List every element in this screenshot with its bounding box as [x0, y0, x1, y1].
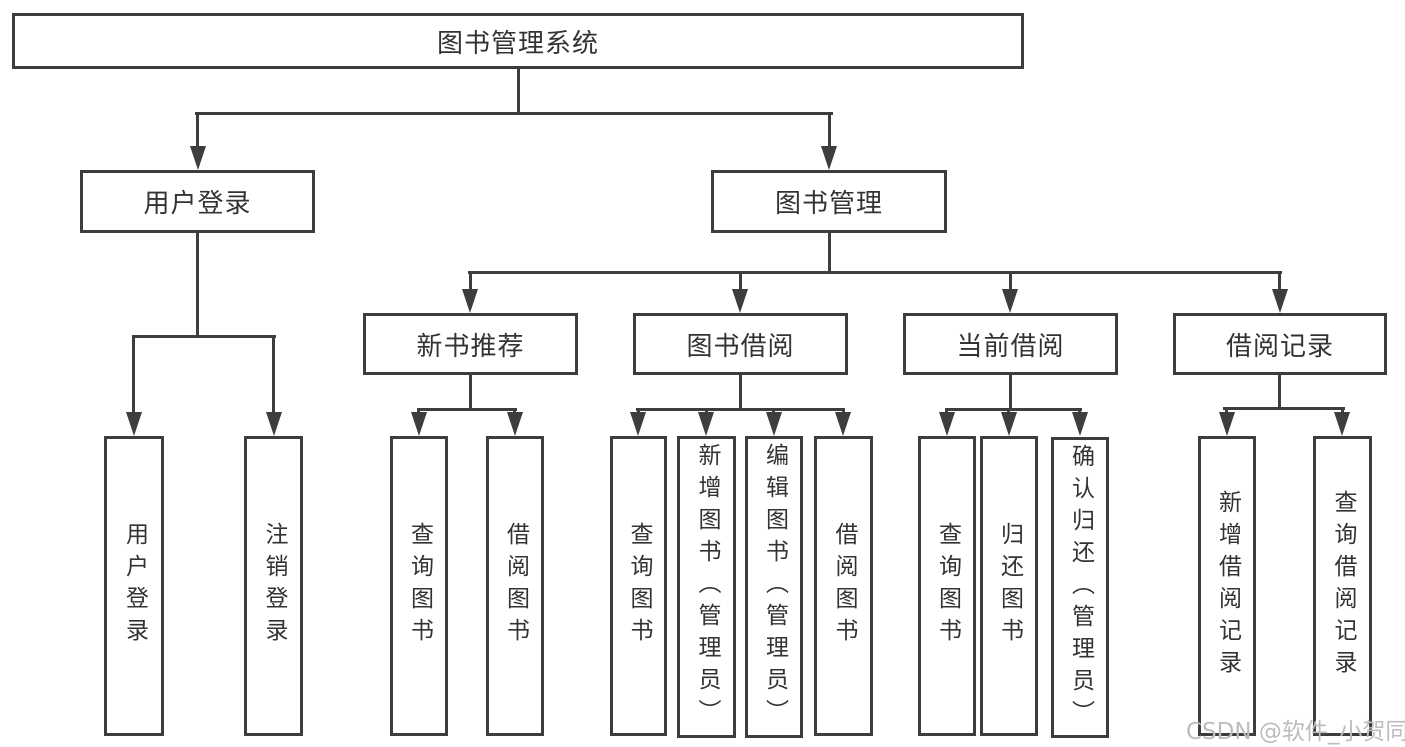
leaf-record-query-borrow-record: 查询借阅记录: [1313, 436, 1372, 736]
edge-drop-leaf-user-login: [132, 335, 135, 414]
leaf-borrow-add-book-admin: 新增图书（管理员）: [677, 436, 736, 738]
node-user-login: 用户登录: [80, 170, 315, 233]
arrow-down-recommend-borrow-icon: [507, 412, 523, 436]
leaf-current-return-book: 归还图书: [980, 436, 1038, 736]
arrow-down-user-login-icon: [190, 146, 206, 170]
leaf-current-query-book: 查询图书: [918, 436, 976, 736]
edge-drop-leaf-logout: [272, 335, 275, 414]
leaf-logout-login: 注销登录: [244, 436, 303, 736]
leaf-current-confirm-return-admin: 确认归还（管理员）: [1051, 437, 1109, 738]
arrow-down-borrow-query-icon: [630, 412, 646, 436]
edge-record-rail: [1223, 407, 1345, 410]
edge-drop-record-query: [1341, 407, 1344, 416]
edge-drop-new-book-recommend: [469, 271, 472, 291]
edge-drop-borrow-record: [1278, 271, 1281, 291]
arrow-down-book-borrow-icon: [732, 289, 748, 313]
edge-user-login-trunk: [196, 233, 199, 337]
edge-drop-book-management: [828, 112, 831, 148]
edge-book-management-trunk: [828, 233, 831, 274]
leaf-borrow-query-book: 查询图书: [610, 436, 667, 736]
edge-current-rail: [945, 408, 1082, 411]
leaf-user-login: 用户登录: [104, 436, 164, 736]
edge-drop-current-borrow: [1009, 271, 1012, 291]
edge-user-login-rail: [132, 335, 276, 338]
node-new-book-recommend: 新书推荐: [363, 313, 578, 375]
watermark: CSDN @软件_小贺同学: [1186, 719, 1405, 745]
edge-recommend-rail: [417, 408, 517, 411]
node-root: 图书管理系统: [12, 13, 1024, 69]
arrow-down-new-book-recommend-icon: [462, 289, 478, 313]
arrow-down-record-add-icon: [1219, 412, 1235, 436]
arrow-down-current-borrow-icon: [1002, 289, 1018, 313]
arrow-down-borrow-record-icon: [1272, 289, 1288, 313]
arrow-down-leaf-user-login-icon: [126, 412, 142, 436]
edge-drop-user-login: [196, 112, 199, 148]
edge-root-trunk: [517, 69, 520, 115]
node-book-borrow: 图书借阅: [633, 313, 848, 375]
edge-borrow-rail: [636, 408, 845, 411]
arrow-down-current-query-icon: [939, 412, 955, 436]
leaf-borrow-borrow-book: 借阅图书: [814, 436, 873, 736]
edge-drop-record-add: [1225, 407, 1228, 416]
arrow-down-leaf-logout-icon: [266, 412, 282, 436]
node-current-borrow: 当前借阅: [903, 313, 1118, 375]
edge-record-trunk: [1278, 375, 1281, 410]
edge-level3-rail: [468, 271, 1282, 274]
node-book-management: 图书管理: [711, 170, 947, 233]
arrow-down-borrow-edit-icon: [766, 412, 782, 436]
arrow-down-book-management-icon: [821, 146, 837, 170]
arrow-down-borrow-borrow-icon: [835, 412, 851, 436]
leaf-recommend-borrow-book: 借阅图书: [486, 436, 544, 736]
edge-level1-rail: [195, 112, 833, 115]
arrow-down-current-confirm-icon: [1072, 412, 1088, 436]
arrow-down-borrow-add-icon: [698, 412, 714, 436]
leaf-recommend-query-book: 查询图书: [390, 436, 448, 736]
edge-drop-book-borrow: [739, 271, 742, 291]
edge-current-trunk: [1009, 375, 1012, 411]
edge-borrow-trunk: [739, 375, 742, 411]
arrow-down-current-return-icon: [1001, 412, 1017, 436]
edge-recommend-trunk: [469, 375, 472, 411]
node-borrow-record: 借阅记录: [1173, 313, 1387, 375]
arrow-down-recommend-query-icon: [411, 412, 427, 436]
leaf-borrow-edit-book-admin: 编辑图书（管理员）: [745, 436, 803, 738]
arrow-down-record-query-icon: [1334, 412, 1350, 436]
leaf-record-add-borrow-record: 新增借阅记录: [1198, 436, 1256, 736]
